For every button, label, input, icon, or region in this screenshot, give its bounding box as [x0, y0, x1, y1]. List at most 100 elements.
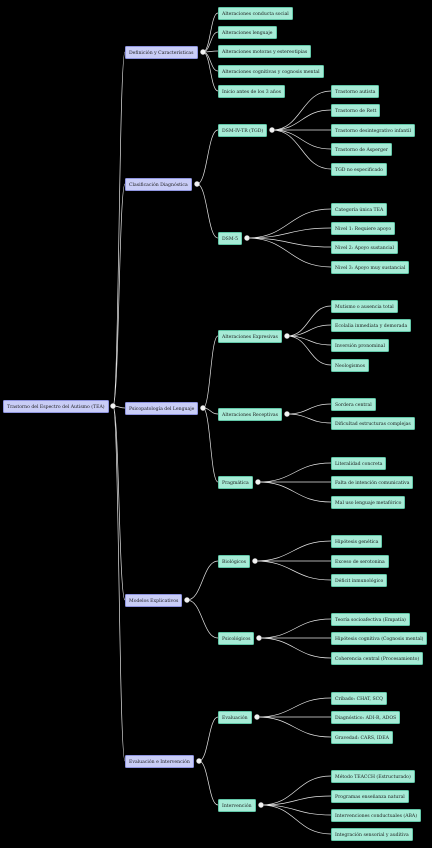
leaf-edge [260, 804, 332, 835]
subcategory-node[interactable]: Alteraciones Expresivas [218, 329, 282, 343]
leaf-edge [286, 305, 332, 337]
category-node[interactable]: Psicopatología del Lenguaje [125, 401, 199, 415]
subcategory-toggle[interactable] [284, 333, 290, 339]
category-node[interactable]: Evaluación e Intervención [125, 754, 194, 768]
category-edge [196, 183, 219, 239]
leaf-edge [202, 51, 219, 92]
leaf-edge [258, 637, 332, 659]
subcategory-node[interactable]: Evaluación [218, 710, 252, 724]
category-toggle[interactable] [200, 49, 206, 55]
root-edge [112, 183, 126, 407]
leaf-edge [260, 804, 332, 816]
category-node[interactable]: Clasificación Diagnóstica [125, 177, 192, 191]
leaf-edge [254, 560, 332, 581]
leaf-edge [260, 795, 332, 806]
leaf-node[interactable]: Déficit inmunológico [331, 573, 388, 587]
leaf-node[interactable]: Alteraciones motoras y estereotipias [218, 44, 312, 58]
leaf-edge [286, 413, 332, 424]
leaf-node[interactable]: Sordera central [331, 397, 376, 411]
leaf-node[interactable]: Hipótesis cognitiva (Cognosis mental) [331, 631, 428, 645]
leaf-node[interactable]: Integración sensorial y auditiva [331, 827, 413, 841]
leaf-node[interactable]: Método TEACCH (Estructurado) [331, 769, 415, 783]
leaf-node[interactable]: Alteraciones conducta social [218, 6, 293, 20]
leaf-node[interactable]: Trastorno de Asperger [331, 142, 392, 156]
subcategory-node[interactable]: Intervención [218, 798, 256, 812]
leaf-node[interactable]: Inversión pronominal [331, 338, 389, 352]
leaf-edge [246, 237, 332, 268]
leaf-node[interactable]: Cribado: CHAT, SCQ [331, 691, 387, 705]
leaf-node[interactable]: Neologismos [331, 358, 369, 372]
leaf-edge [271, 109, 332, 131]
category-toggle[interactable] [194, 181, 200, 187]
subcategory-node[interactable]: DSM-5 [218, 231, 243, 245]
category-edge [202, 335, 219, 409]
leaf-node[interactable]: Gravedad: CARS, IDEA [331, 730, 393, 744]
leaf-node[interactable]: Programas enseñanza natural [331, 789, 409, 803]
subcategory-toggle[interactable] [269, 127, 275, 133]
subcategory-toggle[interactable] [254, 714, 260, 720]
leaf-node[interactable]: Diagnóstico: ADI-R, ADOS [331, 710, 401, 724]
leaf-node[interactable]: Coherencia central (Procesamiento) [331, 651, 424, 665]
root-edge [112, 51, 126, 407]
leaf-edge [246, 237, 332, 248]
category-edge [186, 599, 219, 639]
category-edge [196, 129, 219, 185]
leaf-node[interactable]: Trastorno autista [331, 84, 380, 98]
leaf-node[interactable]: Trastorno de Rett [331, 103, 381, 117]
leaf-node[interactable]: Dificultad estructuras complejas [331, 416, 415, 430]
subcategory-node[interactable]: Alteraciones Receptivas [218, 407, 283, 421]
category-node[interactable]: Modelos Explicativos [125, 593, 183, 607]
subcategory-toggle[interactable] [256, 635, 262, 641]
leaf-node[interactable]: Ecolalia inmediata y demorada [331, 318, 412, 332]
root-node[interactable]: Trastorno del Espectro del Autismo (TEA) [3, 399, 109, 413]
leaf-node[interactable]: Alteraciones cognitivas y cognosis menta… [218, 64, 324, 78]
leaf-node[interactable]: Hipótesis genética [331, 534, 383, 548]
leaf-edge [256, 716, 332, 738]
leaf-edge [286, 403, 332, 415]
category-node[interactable]: Definición y Características [125, 45, 198, 59]
subcategory-node[interactable]: Psicológicos [218, 631, 255, 645]
category-toggle[interactable] [196, 758, 202, 764]
subcategory-node[interactable]: DSM-IV-TR (TGD) [218, 123, 268, 137]
leaf-node[interactable]: Falta de intención comunicativa [331, 475, 414, 489]
subcategory-toggle[interactable] [252, 558, 258, 564]
subcategory-toggle[interactable] [284, 411, 290, 417]
leaf-node[interactable]: Nivel 3: Apoyo muy sustancial [331, 260, 410, 274]
leaf-edge [246, 208, 332, 239]
leaf-edge [271, 90, 332, 131]
subcategory-toggle[interactable] [244, 235, 250, 241]
subcategory-node[interactable]: Biológicos [218, 554, 250, 568]
leaf-node[interactable]: Teoría socioafectiva (Empatía) [331, 612, 410, 626]
subcategory-node[interactable]: Pragmática [218, 475, 253, 489]
leaf-node[interactable]: TGD no especificado [331, 162, 387, 176]
subcategory-toggle[interactable] [258, 802, 264, 808]
leaf-node[interactable]: Inicio antes de los 3 años [218, 84, 285, 98]
leaf-node[interactable]: Exceso de serotonina [331, 554, 389, 568]
leaf-node[interactable]: Alteraciones lenguaje [218, 25, 277, 39]
leaf-node[interactable]: Categoría única TEA [331, 202, 388, 216]
leaf-edge [271, 129, 332, 170]
leaf-edge [256, 697, 332, 718]
root-toggle[interactable] [110, 403, 116, 409]
leaf-node[interactable]: Mutismo o ausencia total [331, 299, 398, 313]
leaf-edge [257, 462, 332, 483]
category-toggle[interactable] [184, 597, 190, 603]
root-edge [112, 405, 126, 762]
leaf-node[interactable]: Intervenciones conductuales (ABA) [331, 808, 422, 822]
category-edge [198, 760, 219, 806]
leaf-edge [254, 540, 332, 562]
category-edge [202, 407, 219, 483]
leaf-node[interactable]: Nivel 1: Requiere apoyo [331, 221, 396, 235]
category-toggle[interactable] [200, 405, 206, 411]
leaf-node[interactable]: Nivel 2: Apoyo sustancial [331, 240, 398, 254]
leaf-node[interactable]: Literalidad concreta [331, 456, 387, 470]
leaf-node[interactable]: Mal uso lenguaje metafórico [331, 495, 406, 509]
category-edge [198, 716, 219, 762]
category-edge [186, 560, 219, 601]
leaf-node[interactable]: Trastorno desintegrativo infantil [331, 123, 415, 137]
leaf-edge [202, 51, 219, 72]
leaf-edge [260, 775, 332, 806]
leaf-edge [286, 324, 332, 337]
subcategory-toggle[interactable] [255, 479, 261, 485]
